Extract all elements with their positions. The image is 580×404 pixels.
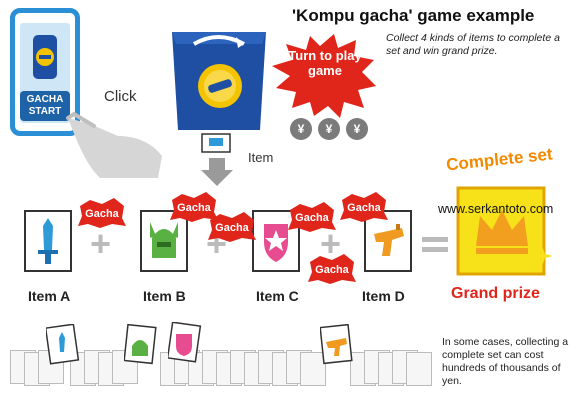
- sword-icon: [38, 218, 58, 264]
- yen-coin: ¥: [318, 118, 340, 140]
- gacha-badge-label: Gacha: [177, 202, 212, 214]
- phone: GACHA START: [10, 8, 80, 136]
- helmet-icon: [150, 222, 178, 258]
- item-name-a: Item A: [28, 288, 71, 304]
- plus-sign: +: [90, 223, 112, 264]
- down-arrow-icon: [201, 158, 233, 186]
- gacha-badge: Gacha: [308, 254, 356, 284]
- item-label: Item: [248, 150, 274, 165]
- gacha-badge-label: Gacha: [85, 208, 120, 220]
- gacha-machine: [172, 32, 266, 130]
- gacha-start-button[interactable]: GACHA START: [20, 91, 70, 121]
- plus-sign: +: [320, 223, 342, 264]
- stack-card: [406, 352, 432, 386]
- item-card-a: [24, 210, 72, 272]
- grand-prize-label: Grand prize: [451, 285, 540, 302]
- item-name-b: Item B: [143, 288, 186, 304]
- complete-set-label: Complete set: [445, 144, 554, 175]
- complete-set-card: [456, 186, 553, 276]
- stack-card-sword: [46, 324, 80, 365]
- gacha-badge: Gacha: [288, 202, 336, 232]
- hand-pointer-icon: [66, 111, 162, 178]
- card-stack: [10, 320, 432, 400]
- capsule-icon: [33, 35, 57, 79]
- gun-icon: [374, 224, 404, 256]
- watermark: www.serkantoto.com: [438, 202, 554, 216]
- gacha-badge: Gacha: [78, 198, 126, 228]
- turn-to-play-label: Turn to play game: [288, 48, 362, 78]
- gacha-badge-label: Gacha: [215, 222, 250, 234]
- equals-sign: [422, 237, 448, 252]
- gacha-badge-label: Gacha: [295, 212, 330, 224]
- gacha-badge-label: Gacha: [315, 264, 350, 276]
- item-card-d: [364, 210, 412, 272]
- stack-card-gun: [320, 324, 353, 365]
- page-title: 'Kompu gacha' game example: [292, 6, 535, 25]
- yen-coin: ¥: [346, 118, 368, 140]
- stack-card: [300, 352, 326, 386]
- click-label: Click: [104, 88, 137, 105]
- item-name-c: Item C: [256, 288, 299, 304]
- item-card-b: [140, 210, 188, 272]
- gacha-badge-label: Gacha: [347, 202, 382, 214]
- stack-card-helmet: [124, 324, 157, 365]
- shield-icon: [264, 224, 288, 262]
- item-name-d: Item D: [362, 288, 405, 304]
- stack-card-shield: [168, 322, 202, 363]
- gacha-badge: Gacha: [208, 212, 256, 242]
- phone-screen: GACHA START: [20, 23, 70, 123]
- gacha-badge: Gacha: [340, 192, 388, 222]
- yen-coin: ¥: [290, 118, 312, 140]
- turn-to-play-bubble: [272, 34, 376, 118]
- gacha-badge: Gacha: [170, 192, 218, 222]
- subtitle: Collect 4 kinds of items to complete a s…: [386, 32, 560, 57]
- note-text: In some cases, collecting a complete set…: [442, 336, 569, 387]
- item-output-slot: [201, 133, 231, 153]
